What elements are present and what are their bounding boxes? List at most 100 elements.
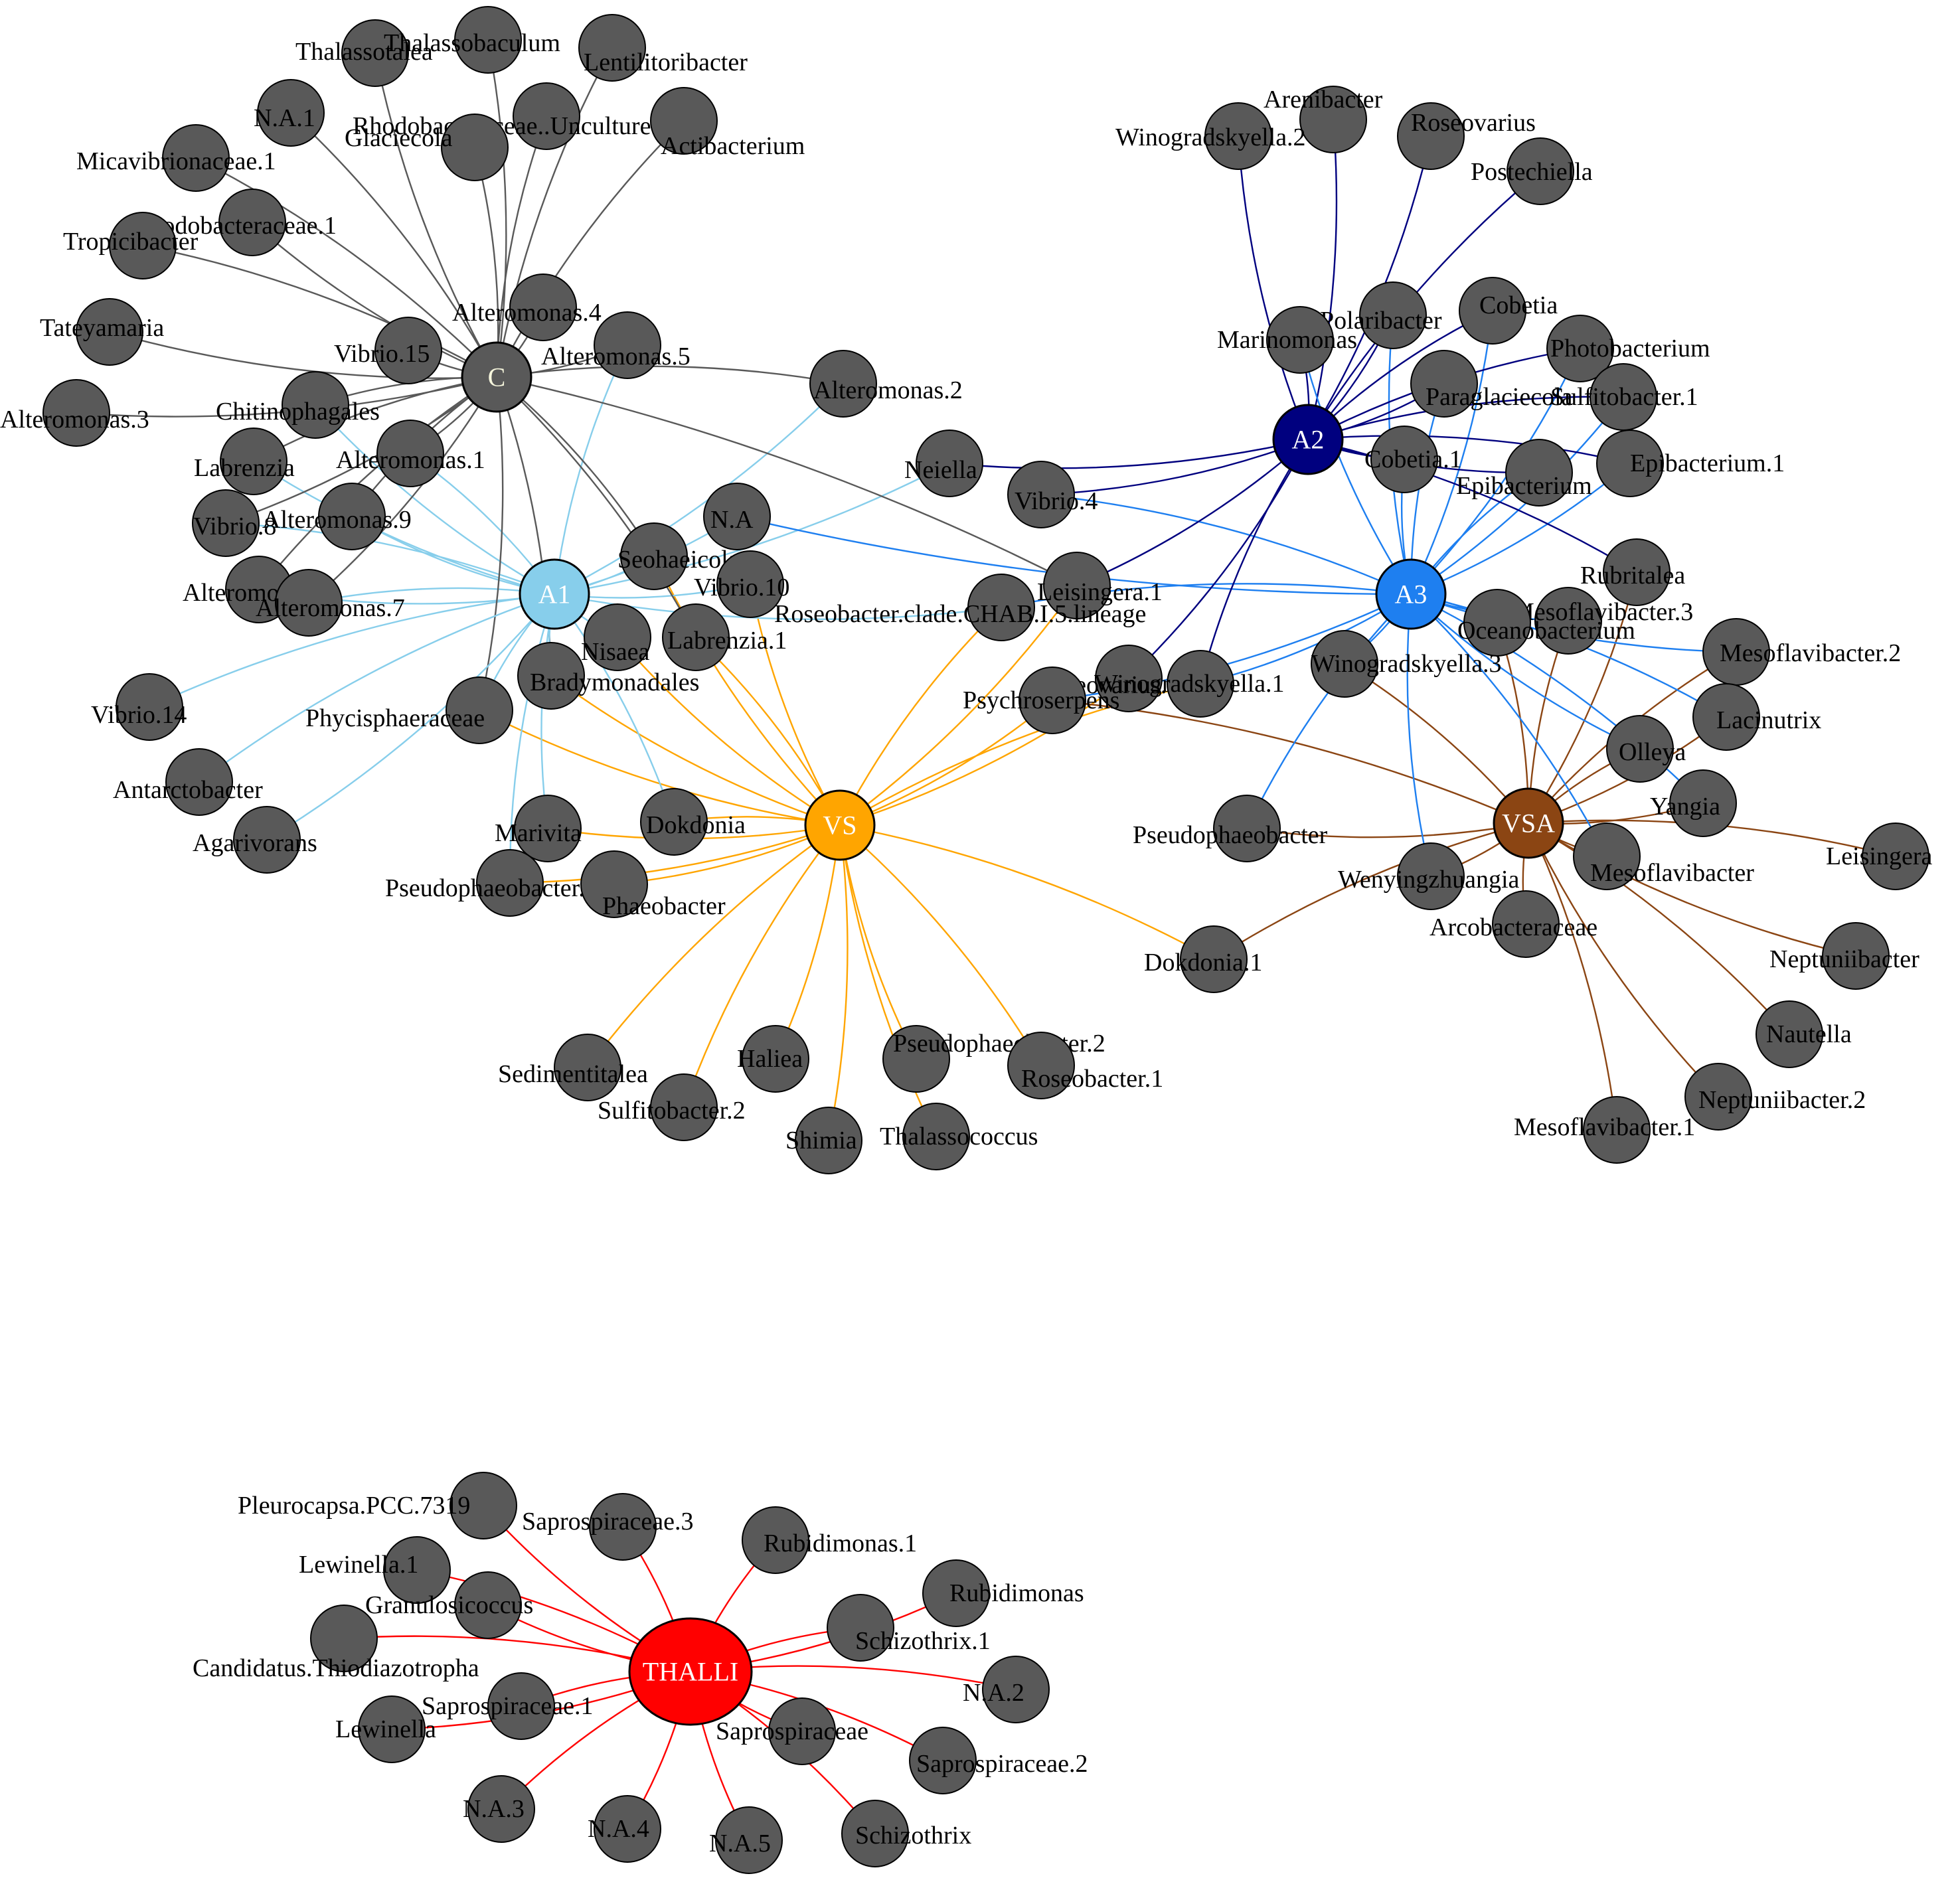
taxon-node-antarctobacter: Antarctobacter	[113, 748, 263, 816]
edge-a3-pseudophaeobacter	[1246, 593, 1412, 829]
taxon-circle	[165, 748, 233, 816]
taxon-circle	[1007, 1032, 1075, 1099]
taxon-circle	[476, 849, 544, 917]
taxon-node-na: N.A	[703, 483, 771, 550]
taxon-label: Pseudophaeobacter.2	[893, 1030, 1105, 1058]
taxon-circle	[1606, 715, 1674, 783]
taxon-node-tateyamaria: Tateyamaria	[40, 298, 164, 366]
taxon-label: Candidatus.Thiodiazotropha	[193, 1654, 479, 1682]
taxon-circle	[257, 79, 325, 147]
taxon-node-chitinophagales: Chitinophagales	[216, 371, 380, 439]
hub-circle	[519, 558, 590, 630]
taxon-label: Winogradskyella.2	[1115, 123, 1306, 151]
taxon-node-sulfitobacter1: Sulfitobacter.1	[1550, 363, 1698, 431]
taxon-circle	[310, 1605, 378, 1672]
taxon-node-paraglaciecola: Paraglaciecola	[1410, 350, 1573, 418]
hub-node-vsa: VSA	[1493, 787, 1564, 859]
taxon-circle	[441, 114, 509, 181]
taxon-node-agarivorans: Agarivorans	[193, 806, 317, 874]
taxon-node-arcobacteraceae: Arcobacteraceae	[1429, 890, 1597, 958]
edge-a2-epibacterium1	[1307, 435, 1631, 465]
taxon-circle	[580, 850, 648, 918]
taxon-circle	[446, 676, 513, 744]
edge-a2-neiella	[949, 438, 1309, 469]
taxon-label: Labrenzia.1	[667, 627, 787, 655]
taxon-node-mesoflavibacter2: Mesoflavibacter.2	[1702, 618, 1901, 686]
taxon-node-actibacterium: Actibacterium	[650, 87, 805, 160]
taxon-node-phaeobacter: Phaeobacter	[580, 850, 726, 920]
taxon-label: Roseobacter.clade.CHAB.I.5.lineage	[774, 600, 1146, 628]
taxon-label: Alteromonas.1	[336, 446, 485, 474]
taxon-label: Tateyamaria	[40, 314, 164, 342]
taxon-label: Actibacterium	[661, 132, 805, 160]
edge-vs-roseobacter-chab	[839, 607, 1002, 826]
taxon-label: Neptuniibacter	[1769, 945, 1919, 973]
taxon-label: N.A.2	[963, 1679, 1024, 1707]
taxon-circle	[827, 1594, 894, 1662]
hub-circle	[461, 341, 532, 413]
edge-a2-vibrio4	[1040, 438, 1309, 496]
taxon-circle	[1043, 552, 1111, 619]
hub-node-vs: VS	[804, 789, 876, 861]
taxon-node-vibrio10: Vibrio.10	[694, 550, 789, 618]
taxon-node-schizothrix: Schizothrix	[841, 1800, 971, 1867]
taxon-label: Agarivorans	[193, 829, 317, 857]
taxon-circle	[1007, 461, 1075, 528]
edge-a3-vibrio4	[1040, 493, 1412, 595]
taxon-node-rhodobacteraceae-unc: Rhodobacteraceae..Uncultured	[353, 82, 663, 150]
taxon-label: Alteromonas.3	[0, 406, 149, 433]
taxon-circle	[982, 1656, 1050, 1723]
taxon-label: Olleya	[1619, 738, 1686, 766]
taxon-label: Schizothrix	[855, 1822, 971, 1849]
taxon-label: Vibrio.10	[694, 574, 789, 601]
edge-vsa-winogradskyella3	[1344, 663, 1529, 824]
taxon-label: Nisaea	[581, 638, 650, 666]
taxon-circle	[1692, 683, 1760, 751]
taxon-circle	[795, 1107, 862, 1174]
taxon-node-alteromonas3: Alteromonas.3	[0, 379, 149, 447]
taxon-node-na1: N.A.1	[254, 79, 325, 147]
taxon-label: Mesoflavibacter.2	[1720, 639, 1901, 667]
edge-c-thalassobaculum	[487, 39, 507, 378]
taxon-label: Antarctobacter	[113, 776, 263, 804]
edge-a3-marinomonas	[1299, 339, 1412, 595]
taxon-label: Epibacterium	[1456, 472, 1592, 500]
taxon-node-leisingera: Leisingera	[1826, 823, 1933, 890]
taxon-node-vibrio4: Vibrio.4	[1007, 461, 1098, 528]
taxon-circle	[513, 82, 580, 150]
taxon-circle	[1546, 315, 1614, 382]
taxon-circle	[275, 569, 343, 637]
taxon-circle	[449, 1472, 517, 1539]
taxon-label: Haliea	[737, 1045, 803, 1073]
taxon-node-nisaea: Nisaea	[581, 603, 651, 671]
taxon-circle	[589, 1493, 657, 1561]
taxon-label: Postechiella	[1471, 158, 1593, 186]
taxon-circle	[1397, 102, 1465, 170]
taxon-circle	[1180, 925, 1248, 993]
taxon-label: Dokdonia	[646, 811, 746, 839]
edge-c-tateyamaria	[109, 331, 497, 379]
taxon-label: Seohaeicola	[617, 546, 740, 574]
taxon-node-rubidimonas1: Rubidimonas.1	[742, 1506, 917, 1574]
hub-label: VS	[823, 811, 857, 840]
taxon-label: Alteromonas.9	[262, 506, 412, 534]
taxon-circle	[1311, 630, 1378, 698]
edge-a1-chitinophagales	[315, 404, 555, 595]
taxon-circle	[318, 483, 386, 550]
taxon-label: Tropicibacter	[63, 228, 199, 256]
edge-vs-shimia	[827, 825, 849, 1141]
taxon-node-bradymonadales: Bradymonadales	[517, 642, 699, 710]
taxon-label: Thalassobaculum	[384, 29, 560, 57]
taxon-label: Labrenzia	[194, 454, 295, 482]
edge-vsa-dokdonia1	[1213, 822, 1529, 961]
taxon-node-saprospiraceae2: Saprospiraceae.2	[909, 1727, 1088, 1794]
taxon-label: Leisingera.1	[1037, 578, 1163, 606]
taxon-node-yangia: Yangia	[1650, 769, 1737, 837]
taxon-label: Alteromonas.2	[813, 376, 963, 404]
edge-a3-sulfitobacter1	[1410, 396, 1624, 595]
taxon-node-pseudophaeobacter: Pseudophaeobacter	[1133, 795, 1328, 862]
taxon-node-glaciecola: Glaciecola	[345, 114, 509, 181]
taxon-circle	[218, 189, 286, 256]
taxon-label: Roseobacter.1	[1021, 1065, 1163, 1093]
hub-node-thalli: THALLI	[628, 1617, 753, 1726]
